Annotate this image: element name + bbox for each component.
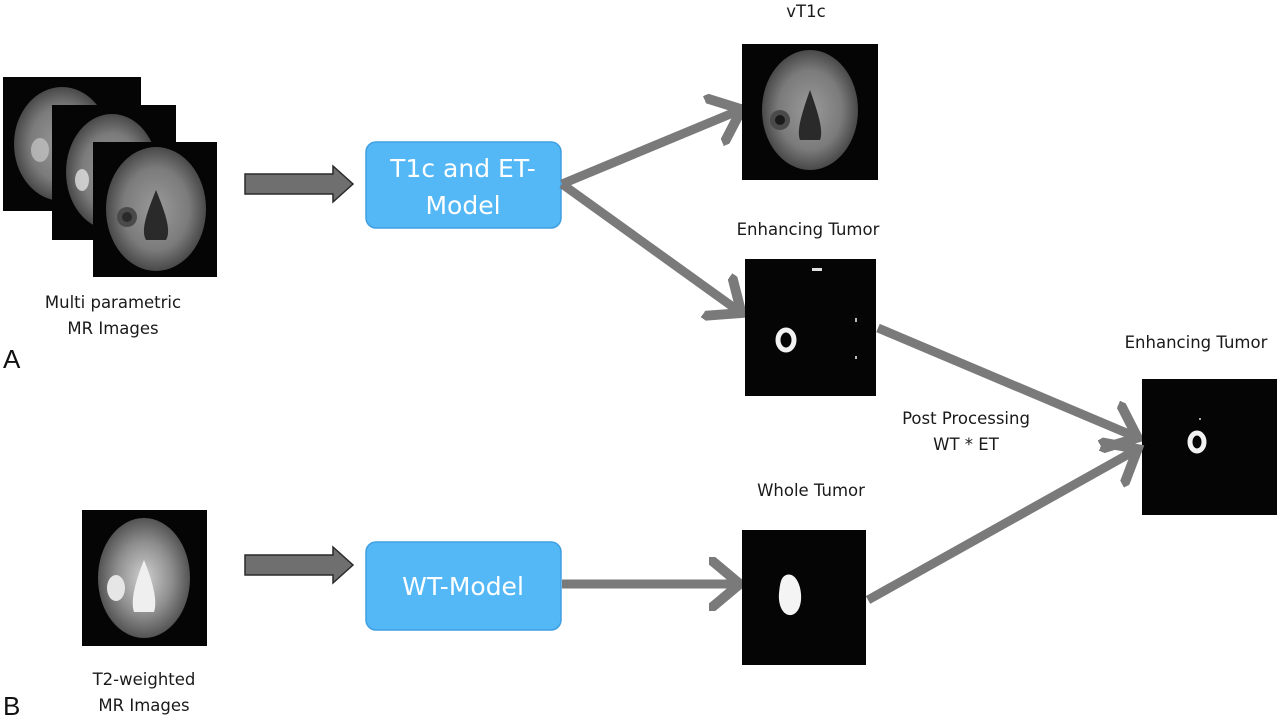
- post-processing-label-line2: WT * ET: [933, 435, 1000, 454]
- t1c-et-model-box: T1c and ET- Model: [365, 141, 562, 229]
- panel-label-a: A: [3, 344, 21, 374]
- post-processing-label-line1: Post Processing: [902, 409, 1030, 428]
- multiparametric-label-line1: Multi parametric: [45, 293, 181, 312]
- arrow-et-to-final: [876, 323, 1136, 437]
- wt-model-label: WT-Model: [402, 572, 524, 601]
- t1c-et-model-label-line2: Model: [425, 191, 500, 220]
- t2-weighted-image: [82, 510, 207, 646]
- multiparametric-image-stack: [3, 77, 217, 277]
- whole-tumor-mask-image: [742, 530, 866, 665]
- enhancing-tumor-label: Enhancing Tumor: [737, 220, 880, 239]
- block-arrow-to-t1c-model: [244, 164, 355, 204]
- final-enhancing-tumor-label: Enhancing Tumor: [1125, 333, 1268, 352]
- mr-slice-front: [93, 142, 217, 277]
- multiparametric-label-line2: MR Images: [67, 319, 158, 338]
- t2-label-line1: T2-weighted: [92, 670, 196, 689]
- t2-label-line2: MR Images: [98, 696, 189, 715]
- block-arrow-to-wt-model: [244, 545, 355, 585]
- final-enhancing-tumor-image: [1142, 379, 1277, 515]
- vt1c-image: [742, 44, 878, 180]
- vt1c-label: vT1c: [786, 2, 825, 21]
- arrow-wt-to-final: [865, 450, 1136, 604]
- wt-model-box: WT-Model: [365, 541, 562, 631]
- panel-label-b: B: [3, 691, 20, 719]
- t1c-et-model-label-line1: T1c and ET-: [389, 154, 536, 183]
- arrow-to-vt1c: [560, 110, 740, 189]
- whole-tumor-label: Whole Tumor: [757, 481, 865, 500]
- enhancing-tumor-mask-image: [745, 259, 876, 396]
- arrow-to-enhancing-tumor: [559, 180, 740, 312]
